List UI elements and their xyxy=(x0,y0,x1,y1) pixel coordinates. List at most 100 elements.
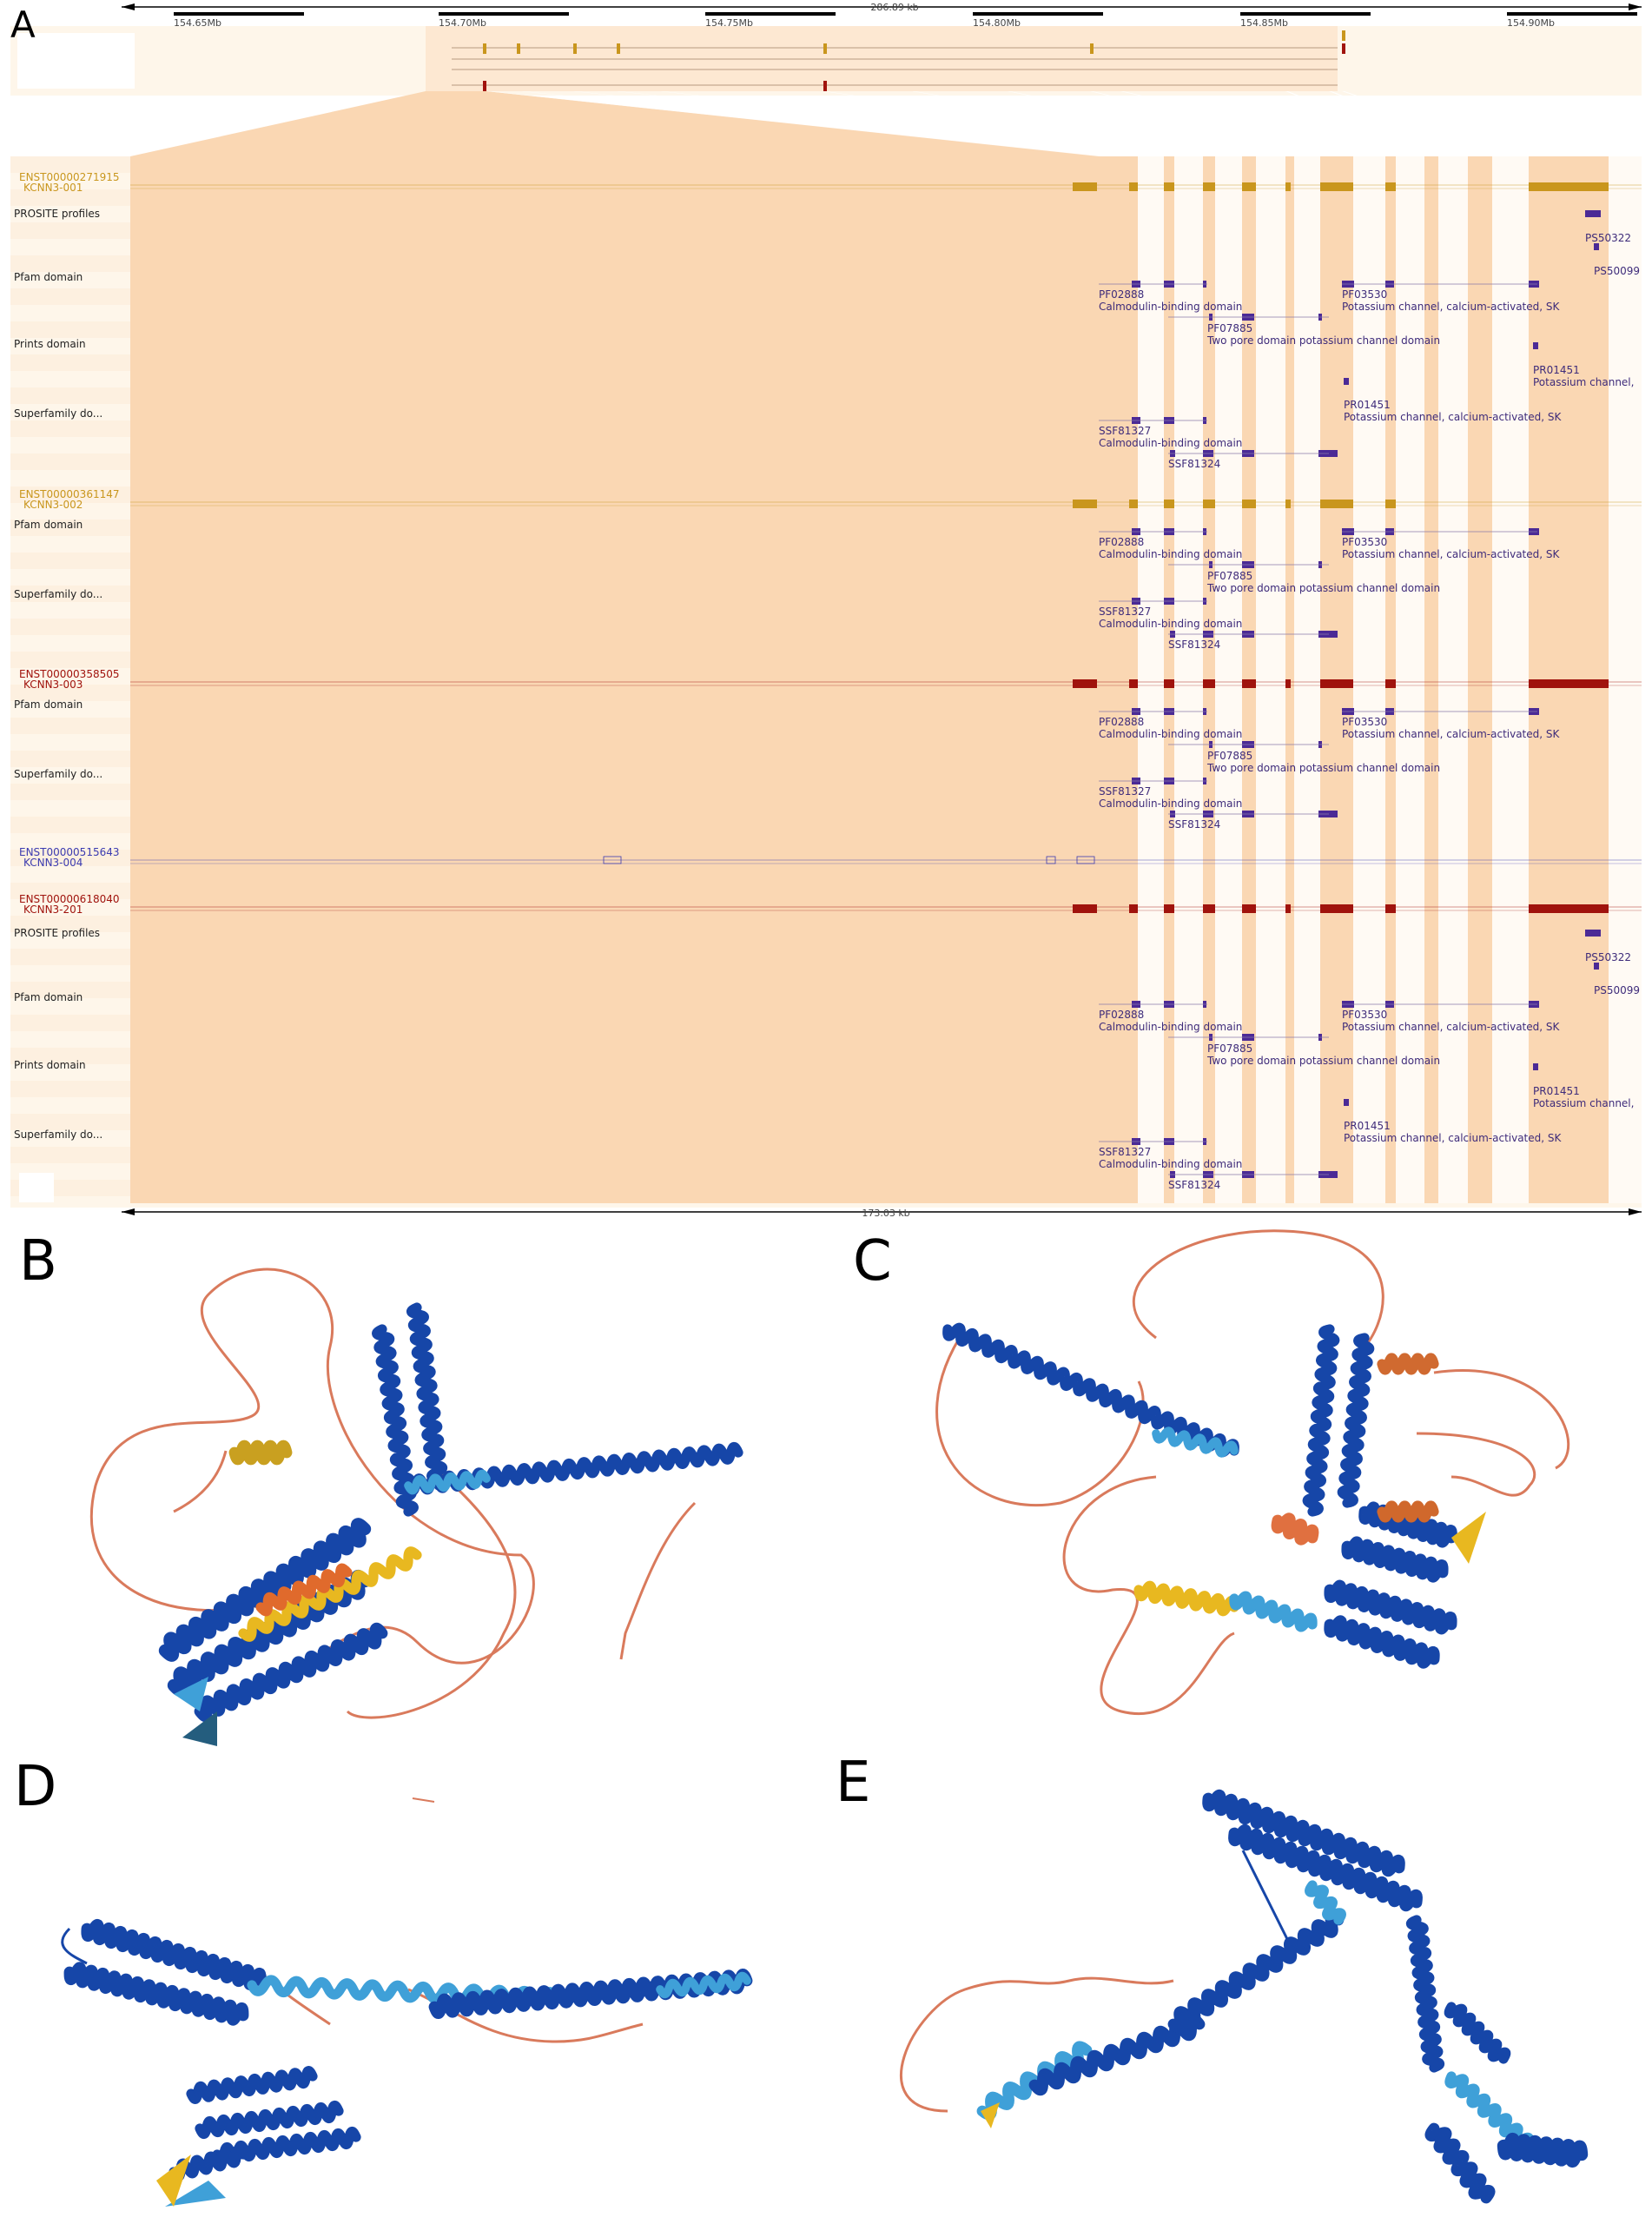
exon-block xyxy=(1073,500,1097,508)
beta-strand xyxy=(174,1677,208,1711)
exon-outline xyxy=(603,856,622,864)
fan-line xyxy=(823,91,1261,156)
exon-block xyxy=(1073,904,1097,913)
beta-strand xyxy=(1451,1512,1486,1564)
fan-line xyxy=(521,91,1140,156)
exon-block xyxy=(1073,182,1097,191)
panel-label-e: E xyxy=(836,1751,871,1815)
domain-label: Potassium channel, calcium-activated, SK xyxy=(1342,728,1561,740)
track-label: Prints domain xyxy=(14,338,86,350)
helix-ribbon xyxy=(1229,1591,1318,1632)
exon-block xyxy=(1242,500,1256,508)
helix-ribbon xyxy=(1341,1536,1449,1583)
domain-label: PF02888 xyxy=(1099,1009,1144,1021)
coil-loop xyxy=(61,1927,88,1965)
panel-label-b: B xyxy=(19,1229,57,1294)
exon-block xyxy=(1529,904,1609,913)
domain-label: SSF81327 xyxy=(1099,1146,1151,1158)
intron-gap xyxy=(1256,156,1285,1203)
helix-ribbon xyxy=(186,2066,318,2104)
intron-gap xyxy=(1609,156,1642,1203)
exon-block xyxy=(1529,182,1609,191)
track-label: Superfamily do... xyxy=(14,1129,102,1141)
fan-line xyxy=(1285,91,1452,156)
domain-bar xyxy=(1585,930,1601,937)
exon-block xyxy=(1203,679,1215,688)
exon-outline xyxy=(1046,856,1056,864)
overview-exon xyxy=(617,43,620,54)
transcript-id: ENST00000358505 xyxy=(19,668,120,680)
exon-column xyxy=(1099,156,1129,1203)
domain-label: SSF81324 xyxy=(1168,1179,1220,1191)
domain-bar xyxy=(1533,342,1538,349)
intron-gap xyxy=(1138,156,1164,1203)
domain-label: PF07885 xyxy=(1207,1042,1252,1055)
helix-ribbon xyxy=(1497,2132,1589,2168)
track-label: Superfamily do... xyxy=(14,407,102,420)
ruler-tick-label: 154.65Mb xyxy=(174,17,221,29)
left-arrow-icon xyxy=(122,1208,135,1215)
top-span-label: 286.89 kb xyxy=(870,2,918,13)
ruler-tick-label: 154.85Mb xyxy=(1240,17,1288,29)
domain-label: PF02888 xyxy=(1099,716,1144,728)
exon-block xyxy=(1242,679,1256,688)
transcript-id: ENST00000271915 xyxy=(19,171,120,183)
domain-label: PF03530 xyxy=(1342,536,1387,548)
domain-label: PS50322 xyxy=(1585,232,1631,244)
domain-label: Potassium channel, xyxy=(1533,376,1634,388)
domain-label: Potassium channel, xyxy=(1533,1097,1634,1109)
track-label: PROSITE profiles xyxy=(14,208,100,220)
coil-loop xyxy=(900,1976,1174,2113)
exon-block xyxy=(1129,679,1138,688)
helix-ribbon xyxy=(1133,1580,1239,1617)
overview-exon xyxy=(1090,43,1094,54)
domain-label: PS50099 xyxy=(1594,984,1640,996)
zoom-connector xyxy=(130,91,1103,156)
beta-strand xyxy=(156,2154,191,2207)
track-label: Pfam domain xyxy=(14,698,83,711)
track-label: Prints domain xyxy=(14,1059,86,1071)
helix-ribbon xyxy=(1028,2013,1206,2096)
helix-ribbon xyxy=(1424,2122,1496,2204)
exon-block xyxy=(1285,182,1291,191)
fan-line xyxy=(617,91,1200,156)
overview-gene-model xyxy=(452,30,1345,91)
transcript-name: KCNN3-003 xyxy=(23,678,83,691)
helix-ribbon xyxy=(404,1469,491,1495)
left-arrow-icon xyxy=(122,3,135,10)
helix-ribbon xyxy=(1167,1910,1345,2034)
exon-column xyxy=(1468,156,1492,1203)
domain-label: SSF81327 xyxy=(1099,425,1151,437)
structure-c-image xyxy=(935,1229,1570,1715)
exon-block xyxy=(1129,182,1138,191)
exon-block xyxy=(1203,500,1215,508)
ruler-tick-bar xyxy=(174,12,304,16)
exon-block xyxy=(1285,500,1291,508)
domain-bar xyxy=(1344,378,1349,385)
track-label: Superfamily do... xyxy=(14,768,102,780)
domain-label: SSF81324 xyxy=(1168,639,1220,651)
structure-e-image xyxy=(900,1789,1589,2204)
domain-label: PR01451 xyxy=(1533,1085,1580,1097)
exon-block xyxy=(1320,182,1353,191)
transcript-id: ENST00000618040 xyxy=(19,893,120,905)
overview-exon xyxy=(483,81,486,91)
exon-block xyxy=(1164,679,1174,688)
overview-exon xyxy=(517,43,520,54)
helix-ribbon xyxy=(406,1302,450,1491)
exon-block xyxy=(1320,904,1353,913)
ruler-tick-bar xyxy=(705,12,836,16)
domain-label: Calmodulin-binding domain xyxy=(1099,728,1242,740)
helix-ribbon xyxy=(1444,2002,1511,2064)
domain-label: PS50099 xyxy=(1594,265,1640,277)
coil-loop xyxy=(89,1268,535,1680)
exon-block xyxy=(1164,182,1174,191)
domain-label: SSF81324 xyxy=(1168,458,1220,470)
ruler-tick-label: 154.70Mb xyxy=(439,17,486,29)
domain-label: Two pore domain potassium channel domain xyxy=(1206,582,1440,594)
exon-block xyxy=(1320,500,1353,508)
fan-line xyxy=(1008,91,1331,156)
domain-label: PF03530 xyxy=(1342,288,1387,301)
